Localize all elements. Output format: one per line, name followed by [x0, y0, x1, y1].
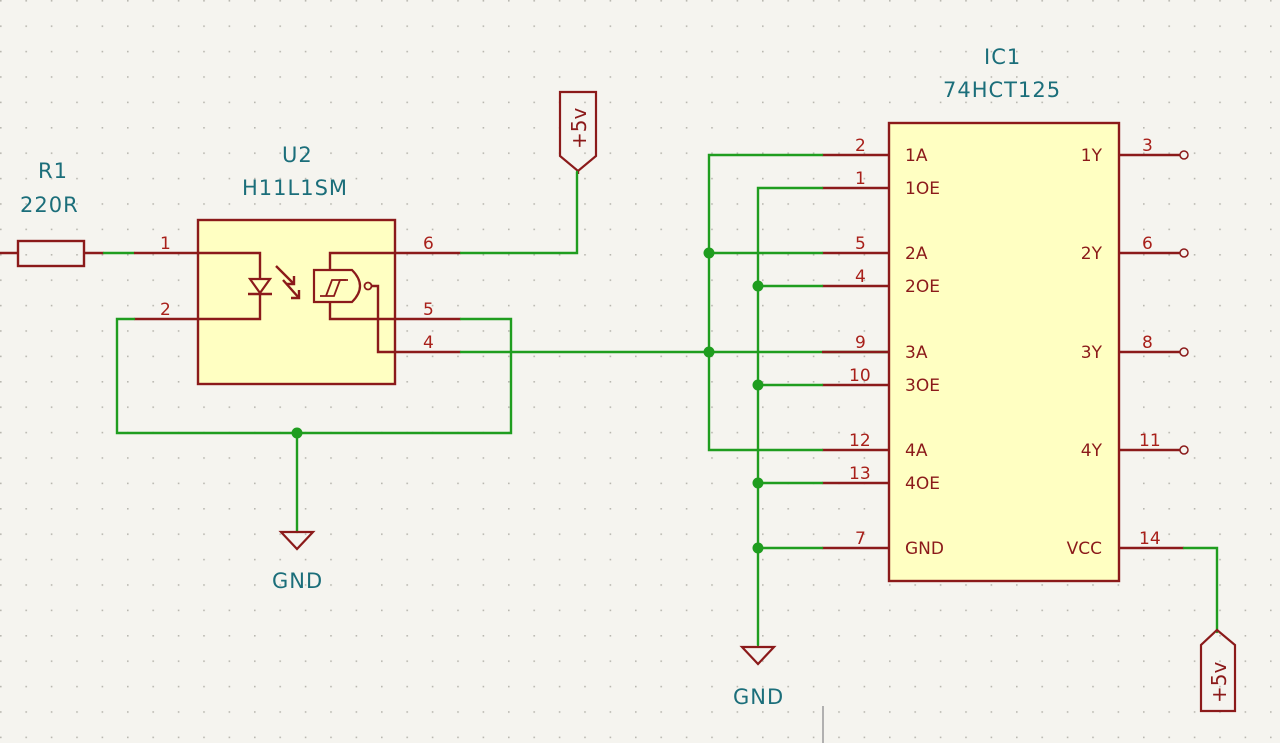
ic1-pin-11-num: 11 [1139, 431, 1161, 451]
u2-pin5-num: 5 [423, 300, 434, 320]
ic1-pin-6-name: 2Y [1081, 244, 1103, 264]
ic1-pin-8-num: 8 [1142, 333, 1153, 353]
ic1-pin-3-num: 3 [1142, 136, 1153, 156]
ground-icon-2 [739, 645, 777, 666]
junction-2a [703, 247, 715, 259]
led-icon [198, 251, 273, 321]
junction-3oe [752, 379, 764, 391]
ground-symbol-left[interactable]: GND [272, 530, 323, 593]
junction-4oe [752, 477, 764, 489]
ground-label-left: GND [272, 569, 323, 593]
ic1-pin-12-num: 12 [849, 431, 871, 451]
ic1-pin-12-name: 4A [905, 441, 928, 461]
ic1-pin-13-name: 4OE [905, 474, 940, 494]
junction-3a [703, 346, 715, 358]
ic1-pin-9-num: 9 [855, 333, 866, 353]
ic1-pin-14-name: VCC [1067, 539, 1102, 559]
power-flag-body-2 [1199, 628, 1237, 713]
ic1-pin-2-num: 2 [855, 136, 866, 156]
ic1-pin-2-name: 1A [905, 146, 928, 166]
power-flag-label: +5v [567, 108, 591, 149]
no-connect-icon [1179, 347, 1189, 357]
no-connect-icon [1179, 445, 1189, 455]
no-connect-icon [1179, 248, 1189, 258]
u2-pin6-num: 6 [423, 234, 434, 254]
no-connect-icon [1179, 150, 1189, 160]
wire-u2-gnd-loop[interactable] [115, 317, 513, 435]
ic1-pin-10-name: 3OE [905, 376, 940, 396]
ic1-pin-7-num: 7 [855, 529, 866, 549]
ic1-pin-13-num: 13 [849, 464, 871, 484]
light-emission-icon [275, 265, 301, 300]
power-flag-body [558, 90, 598, 173]
optocoupler-u2[interactable]: U2 H11L1SM 1 2 6 5 4 [134, 143, 461, 386]
power-flag-5v-bottom[interactable]: +5v [1199, 628, 1237, 713]
u2-pin2-num: 2 [160, 300, 171, 320]
wire-vcc[interactable] [1182, 546, 1219, 634]
ic-ic1[interactable]: IC1 74HCT125 2 1A 1 1OE 5 2A 4 2OE 9 3A 10 3OE 12 4A 1… [822, 45, 1189, 583]
ic1-pin-9-name: 3A [905, 343, 928, 363]
ic1-pin-10-num: 10 [849, 366, 871, 386]
power-flag-label-2: +5v [1207, 662, 1231, 703]
wire-oe-gnd-bus[interactable] [756, 186, 824, 647]
u2-pin4-num: 4 [423, 333, 434, 353]
u2-refdes: U2 [282, 143, 313, 167]
ic1-pin-4-name: 2OE [905, 277, 940, 297]
ic1-pin-5-name: 2A [905, 244, 928, 264]
ground-icon [278, 530, 316, 551]
junction-u2-gnd [291, 427, 303, 439]
ic1-pin-14-num: 14 [1139, 529, 1161, 549]
ic1-pin-1-name: 1OE [905, 179, 940, 199]
wire-u2-pin6-5v[interactable] [459, 170, 579, 255]
ic1-pin-1-num: 1 [855, 169, 866, 189]
u2-value: H11L1SM [242, 176, 348, 200]
r1-value: 220R [20, 193, 79, 217]
u2-pin1-num: 1 [160, 234, 171, 254]
u2-body [196, 218, 397, 386]
ic1-pin-4-num: 4 [855, 267, 866, 287]
ground-label-right: GND [733, 685, 784, 709]
junction-2oe [752, 280, 764, 292]
r1-refdes: R1 [38, 159, 68, 183]
schmitt-trigger-icon [312, 251, 395, 354]
junction-gnd [752, 542, 764, 554]
ic1-pin-3-name: 1Y [1081, 146, 1103, 166]
ic1-pin-6-num: 6 [1142, 234, 1153, 254]
ic1-pin-8-name: 3Y [1081, 343, 1103, 363]
ic1-pin-11-name: 4Y [1081, 441, 1103, 461]
ic1-value: 74HCT125 [943, 78, 1061, 102]
wire-a-inputs-bus[interactable] [707, 153, 824, 452]
ic1-pin-7-name: GND [905, 539, 944, 559]
ic1-pin-5-num: 5 [855, 234, 866, 254]
resistor-r1[interactable]: R1 220R [0, 159, 104, 268]
ground-symbol-right[interactable]: GND [733, 645, 784, 709]
ic1-refdes: IC1 [984, 45, 1021, 69]
